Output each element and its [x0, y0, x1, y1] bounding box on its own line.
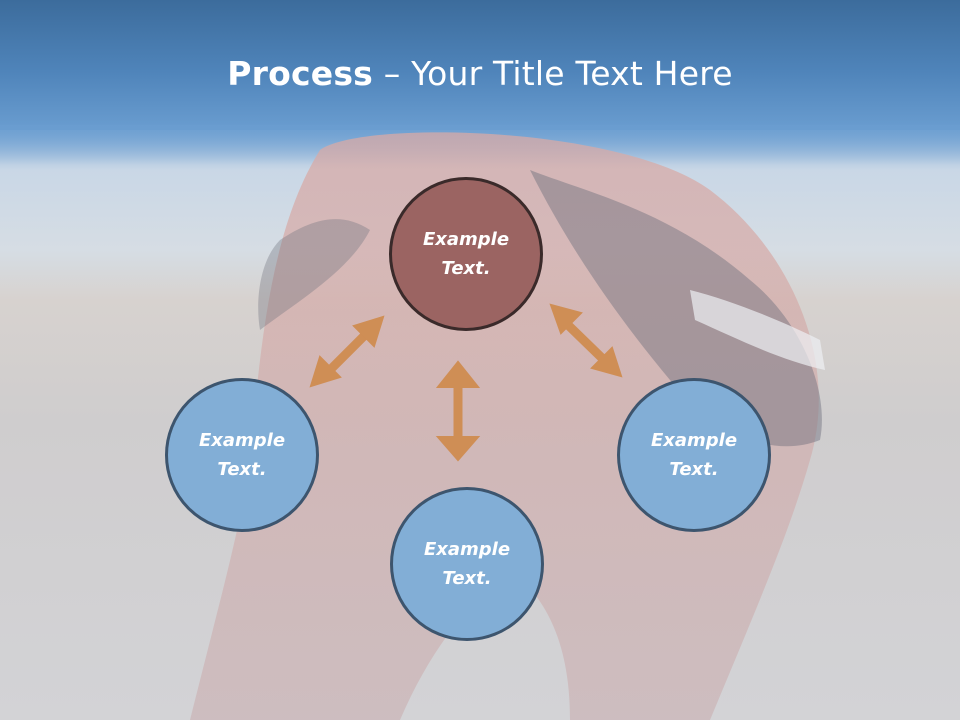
- process-node-right[interactable]: Example Text.: [617, 378, 771, 532]
- background-photo-figure: [190, 132, 825, 720]
- slide-title: Process – Your Title Text Here: [0, 52, 960, 96]
- double-arrow-icon: [435, 360, 481, 462]
- double-arrow-icon: [309, 315, 385, 388]
- title-bold: Process: [227, 54, 374, 93]
- process-node-bottom-label: Example Text.: [423, 539, 511, 589]
- process-node-left[interactable]: Example Text.: [165, 378, 319, 532]
- process-node-right-label: Example Text.: [650, 430, 738, 480]
- process-node-bottom[interactable]: Example Text.: [390, 487, 544, 641]
- process-node-left-label: Example Text.: [198, 430, 286, 480]
- process-node-center-label: Example Text.: [422, 229, 510, 279]
- title-rest: – Your Title Text Here: [373, 54, 733, 93]
- header-band: [0, 0, 960, 130]
- process-node-center[interactable]: Example Text.: [389, 177, 543, 331]
- double-arrow-icon: [549, 303, 623, 378]
